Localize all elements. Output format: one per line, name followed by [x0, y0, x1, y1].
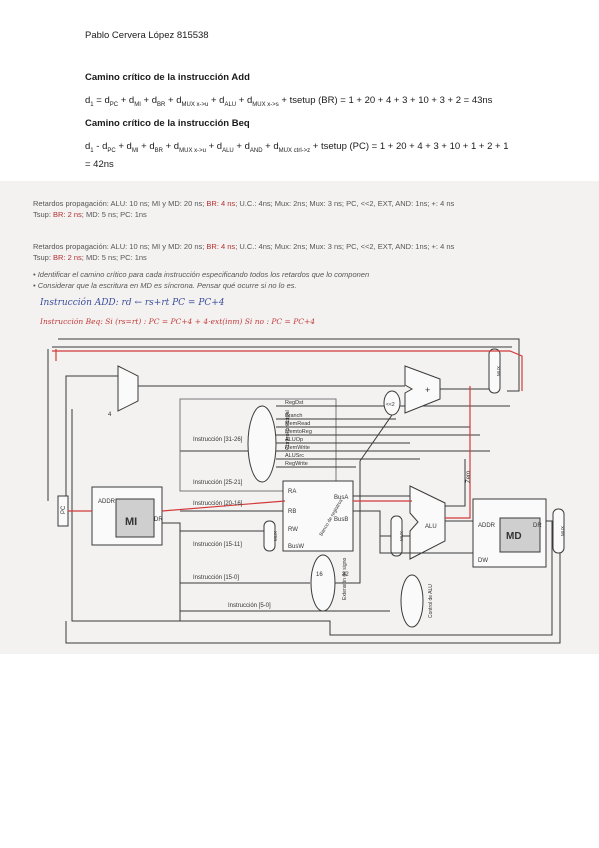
signal-memtoreg: MemtoReg [285, 429, 312, 435]
pc-adder [117, 365, 139, 412]
datapath-diagram: PC ADDR DR MI 4 RA RB RW BusW BusA BusB … [47, 338, 565, 644]
instr-5-0-label: Instrucción [5-0] [228, 603, 271, 609]
busw-label: BusW [288, 544, 304, 550]
instr-15-11-label: Instrucción [15-11] [193, 542, 242, 548]
mi-label: MI [125, 516, 137, 528]
mi-addr-label: ADDR [98, 499, 116, 505]
add-heading: Camino crítico de la instrucción Add [85, 72, 250, 83]
mux-alu-label: MUX [399, 531, 404, 541]
handwritten-beq-note: Instrucción Beq: Si (rs=rt) : PC = PC+4 … [40, 317, 316, 326]
instr-20-16-label: Instrucción [20-16] [193, 501, 243, 507]
mux-wb-label: MUX [560, 526, 565, 536]
instr-15-0-label: Instrucción [15-0] [193, 575, 239, 581]
author-line: Pablo Cervera López 815538 [85, 30, 209, 41]
sll-label: <<2 [386, 402, 395, 408]
control-label: Control principal [285, 410, 291, 450]
task-bullet-1: • Identificar el camino crítico para cad… [33, 270, 370, 279]
signal-alusrc: ALUSrc [285, 453, 304, 459]
add-equation: d1 = dPC + dMI + dBR + dMUX x->u + dALU … [85, 95, 493, 108]
beq-equation: d1 - dPC + dMI + dBR + dMUX x->u + dALU … [85, 141, 509, 170]
busa-label: BusA [334, 495, 348, 501]
ext-label: Extensión de signo [342, 558, 348, 600]
md-addr-label: ADDR [478, 523, 496, 529]
adder-label: + [425, 385, 430, 395]
alu [409, 485, 446, 560]
beq-heading: Camino crítico de la instrucción Beq [85, 118, 250, 129]
branch-adder [404, 365, 441, 414]
instr-31-26-label: Instrucción [31-26] [193, 437, 243, 443]
aluctrl-label: Control de ALU [428, 584, 434, 618]
signal-regwrite: RegWrite [285, 461, 308, 467]
main-control-unit [247, 405, 277, 483]
signal-memread: MemRead [285, 421, 310, 427]
sixteen-label: 16 [316, 572, 323, 578]
signal-memwrite: MemWrite [285, 445, 310, 451]
rw-label: RW [288, 527, 298, 533]
control-signals: RegDst Branch MemRead MemtoReg ALUOp Mem… [285, 400, 312, 467]
delays-line-2: Retardos propagación: ALU: 10 ns; MI y M… [33, 242, 455, 251]
mi-dr-label: DR [154, 517, 163, 523]
mux-rw-label: MUX [273, 531, 278, 541]
ra-label: RA [288, 489, 296, 495]
setup-line-2: Tsup: BR: 2 ns; MD: 5 ns; PC: 1ns [33, 253, 147, 262]
register-bank [282, 480, 354, 552]
signal-branch: Branch [285, 413, 302, 419]
md-dw-label: DW [478, 558, 488, 564]
task-bullet-2: • Considerar que la escritura en MD es s… [33, 281, 297, 290]
delays-line-1: Retardos propagación: ALU: 10 ns; MI y M… [33, 199, 455, 208]
zero-label: Zero [466, 470, 472, 483]
sign-extend [310, 554, 336, 612]
thirtytwo-label: 32 [342, 572, 349, 578]
pc-label: PC [61, 505, 67, 514]
four-constant: 4 [108, 412, 112, 418]
instr-25-21-label: Instrucción [25-21] [193, 480, 243, 486]
datapath-photo: Retardos propagación: ALU: 10 ns; MI y M… [0, 181, 599, 654]
setup-line-1: Tsup: BR: 2 ns; MD: 5 ns; PC: 1ns [33, 210, 147, 219]
alu-label: ALU [425, 524, 437, 530]
mux-pc-label: MUX [496, 366, 501, 376]
signal-regdst: RegDst [285, 400, 304, 406]
rb-label: RB [288, 509, 296, 515]
md-dr-label: DR [533, 523, 542, 529]
handwritten-add-note: Instrucción ADD: rd ← rs+rt PC = PC+4 [40, 298, 225, 308]
alu-control [400, 574, 424, 628]
md-label: MD [506, 531, 522, 542]
busb-label: BusB [334, 517, 348, 523]
signal-aluop: ALUOp [285, 437, 303, 443]
